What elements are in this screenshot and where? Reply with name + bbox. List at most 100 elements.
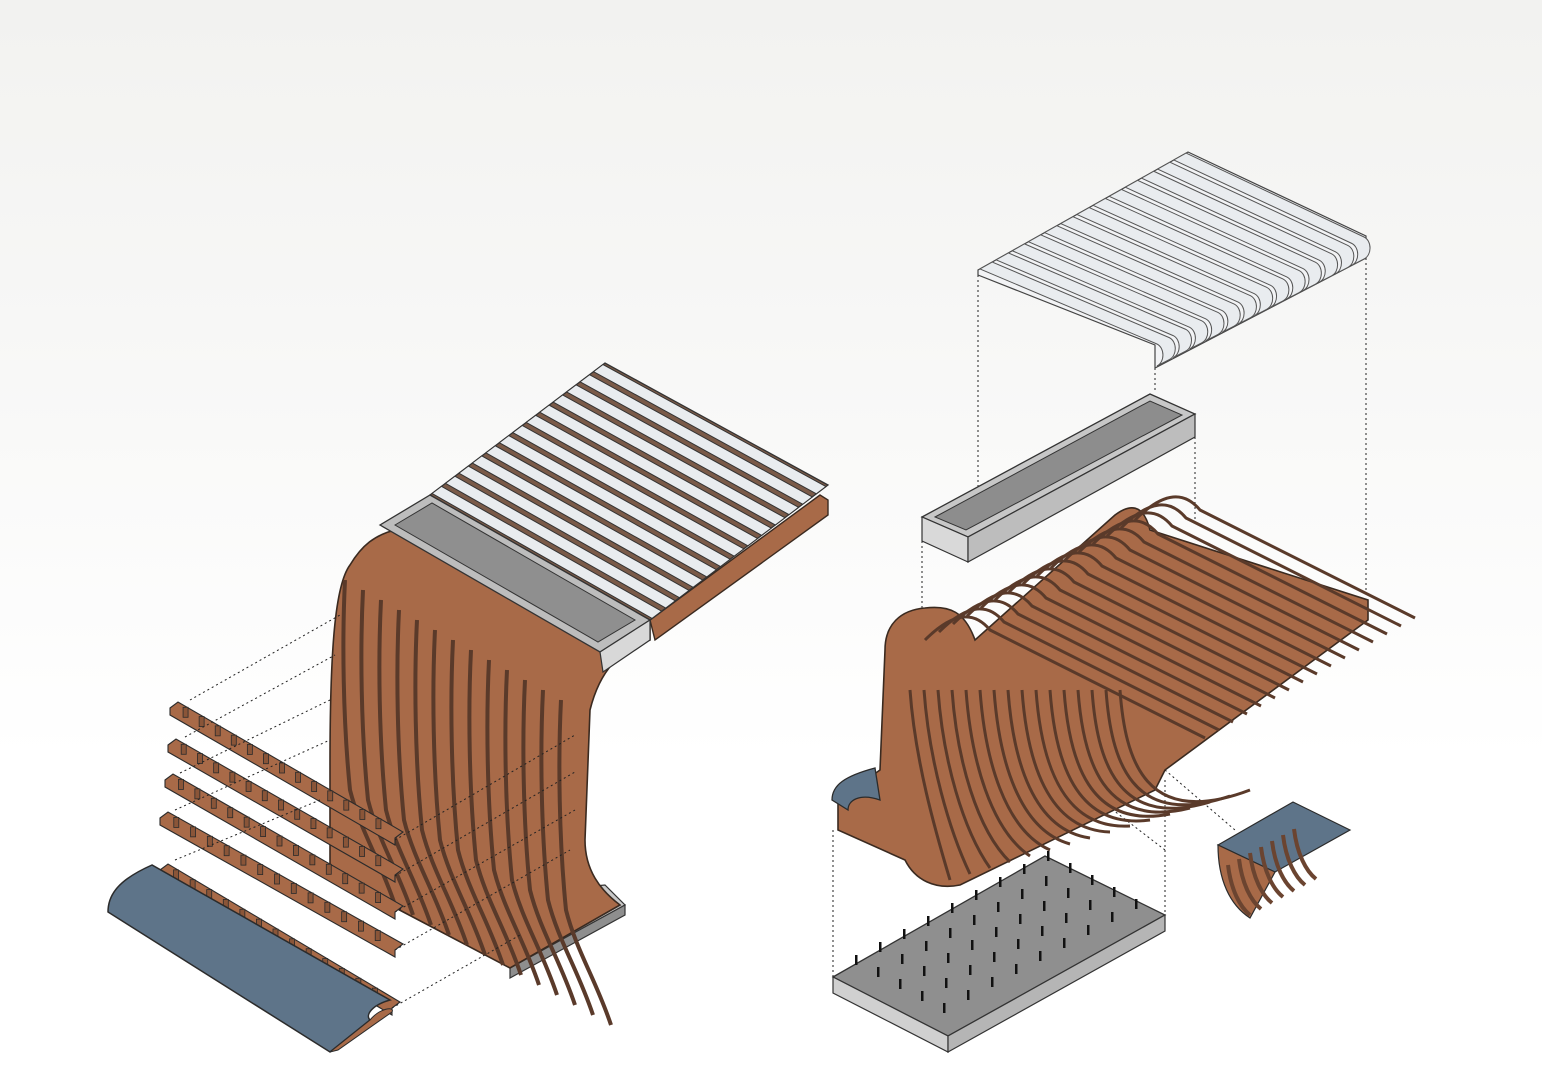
rail-tab xyxy=(257,864,264,875)
left-assembly xyxy=(107,362,830,1053)
rib-front-edge xyxy=(1048,689,1151,823)
rail-tab xyxy=(246,744,253,755)
rib-top-edge xyxy=(937,607,1220,732)
rail-tab xyxy=(243,816,250,828)
top-slat xyxy=(511,424,745,557)
top-slat xyxy=(1011,243,1209,350)
rail-tab xyxy=(326,827,333,839)
anchor-peg xyxy=(1039,951,1042,961)
anchor-peg xyxy=(975,890,978,900)
anchor-peg xyxy=(1087,925,1090,935)
rib-top-edge xyxy=(1119,503,1402,628)
top-slat xyxy=(431,485,663,620)
anchor-peg xyxy=(1019,914,1022,924)
rib-front-edge xyxy=(1090,689,1211,810)
rail-tab xyxy=(210,797,217,809)
left-rib-grooves xyxy=(341,579,613,1026)
detail-rib xyxy=(1237,858,1263,911)
rib-groove xyxy=(449,639,505,966)
rib-groove xyxy=(377,599,433,926)
rib-top-edge xyxy=(1021,559,1304,684)
rib-groove xyxy=(467,649,523,976)
top-slat xyxy=(1027,234,1225,342)
anchor-peg xyxy=(1021,889,1024,899)
rib-top-edge xyxy=(1091,519,1374,644)
right-projection-lines xyxy=(832,258,1367,977)
anchor-peg xyxy=(1091,875,1094,885)
anchor-peg xyxy=(973,915,976,925)
anchor-peg xyxy=(945,978,948,988)
anchor-peg xyxy=(995,927,998,937)
right-anchor-base-plate xyxy=(831,851,1167,1054)
rail-tab xyxy=(358,882,365,894)
top-slat xyxy=(592,363,827,495)
rail-tab xyxy=(173,817,180,828)
detail-rib xyxy=(1270,840,1296,893)
rail-tab xyxy=(324,901,331,913)
rib-top-edge xyxy=(1063,535,1346,660)
rib-top-edge xyxy=(1133,495,1416,620)
top-slat xyxy=(978,261,1176,367)
rib-front-edge xyxy=(908,689,952,881)
rib-groove xyxy=(395,609,451,936)
rib-groove xyxy=(557,699,613,1026)
rib-front-edge xyxy=(950,689,1012,864)
anchor-peg xyxy=(1065,913,1068,923)
anchor-peg xyxy=(921,991,924,1001)
rail-tab xyxy=(178,779,184,790)
rail-tab xyxy=(180,743,187,755)
rib-top-edge xyxy=(965,591,1248,716)
rail-tab xyxy=(230,734,237,746)
rib-top-edge xyxy=(1105,511,1388,636)
top-slat xyxy=(1172,152,1371,266)
rail-tab xyxy=(293,845,299,856)
anchor-peg xyxy=(1067,888,1070,898)
rail-tab xyxy=(263,753,269,765)
rib-front-edge xyxy=(1034,689,1131,828)
anchor-peg xyxy=(903,929,906,939)
top-slat xyxy=(1108,188,1306,300)
rail-tab xyxy=(261,790,268,802)
rail-tab xyxy=(294,808,301,820)
anchor-peg xyxy=(1043,901,1046,911)
rail-tab xyxy=(311,781,318,792)
anchor-peg xyxy=(899,979,902,989)
right-seat-cushion xyxy=(831,767,881,812)
anchor-peg xyxy=(1047,851,1050,861)
anchor-peg xyxy=(1015,964,1018,974)
rib-top-edge xyxy=(951,599,1234,724)
rib-groove xyxy=(503,669,559,996)
anchor-peg xyxy=(855,955,858,965)
rail-tab xyxy=(197,753,203,764)
anchor-peg xyxy=(997,902,1000,912)
top-slat xyxy=(1140,170,1339,283)
top-slat xyxy=(1124,179,1322,291)
rail-tab xyxy=(290,883,297,894)
detail-rib xyxy=(1259,846,1285,899)
rail-tab xyxy=(342,873,349,885)
rail-tab xyxy=(190,826,196,838)
rib-top-edge xyxy=(979,583,1262,708)
rail-tab xyxy=(374,930,381,941)
right-rib-frame xyxy=(837,495,1416,887)
rail-tab xyxy=(327,790,334,802)
rail-tab xyxy=(279,762,285,774)
top-slat xyxy=(1156,161,1355,275)
projection-line xyxy=(394,849,571,951)
anchor-peg xyxy=(969,965,972,975)
rail-tab xyxy=(375,818,382,830)
rib-top-edge xyxy=(1007,567,1290,692)
rib-front-edge xyxy=(936,689,992,869)
rib-groove xyxy=(431,629,487,956)
rail-tab xyxy=(375,855,382,867)
top-slat xyxy=(1091,197,1290,308)
anchor-peg xyxy=(877,967,880,977)
top-slat xyxy=(552,394,786,526)
anchor-peg xyxy=(949,928,952,938)
projection-line xyxy=(174,799,321,861)
rib-front-edge xyxy=(922,689,972,875)
left-top-slats xyxy=(428,362,830,621)
anchor-peg xyxy=(901,954,904,964)
detail-rib xyxy=(1248,852,1274,905)
